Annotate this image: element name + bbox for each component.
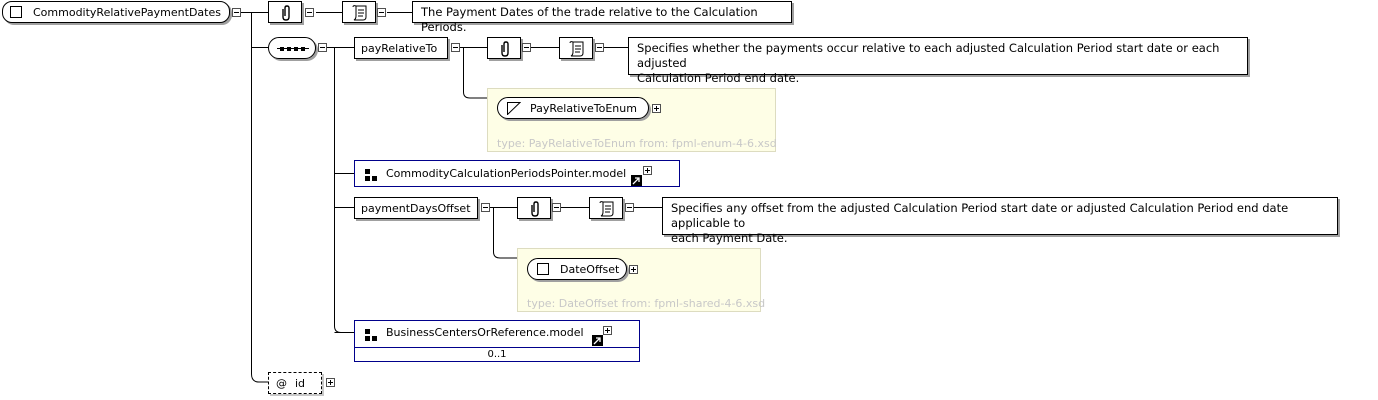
BusinessCentersOrReference-cardinality: 0..1 <box>487 349 507 360</box>
PayRelativeToEnum-expand-toggle[interactable] <box>652 104 661 113</box>
group-icon <box>365 329 377 341</box>
payRelativeTo-documentation[interactable] <box>559 37 593 59</box>
BusinessCentersOrReference-expand-toggle[interactable] <box>603 326 612 335</box>
sequence-icon <box>277 47 309 51</box>
root-doc-line: The Payment Dates of the trade relative … <box>421 5 758 34</box>
square-icon <box>10 6 22 18</box>
payRelativeTo-label: payRelativeTo <box>361 42 438 55</box>
paymentDaysOffset-label: paymentDaysOffset <box>361 202 471 215</box>
paymentDaysOffset-toggle[interactable] <box>481 203 490 212</box>
shortcut-arrow-icon <box>631 175 642 186</box>
root-annotation-toggle[interactable] <box>305 8 314 17</box>
paymentDaysOffset-type-note: type: DateOffset from: fpml-shared-4-6.x… <box>527 297 766 310</box>
CommodityCalculationPeriodsPointer-model-label: CommodityCalculationPeriodsPointer.model <box>386 167 627 180</box>
element-payRelativeTo[interactable]: payRelativeTo <box>354 37 448 59</box>
attribute-id-expand-toggle[interactable] <box>326 378 335 387</box>
paymentDaysOffset-annotation-toggle[interactable] <box>552 203 561 212</box>
CommodityCalculationPeriodsPointer-expand-toggle[interactable] <box>643 166 652 175</box>
model-separator <box>355 347 639 348</box>
payRelativeTo-doc-line-2: Calculation Period end date. <box>637 71 800 85</box>
scroll-icon <box>569 40 585 57</box>
BusinessCentersOrReference-model-label: BusinessCentersOrReference.model <box>386 326 584 339</box>
root-collapse-toggle[interactable] <box>232 8 241 17</box>
paymentDaysOffset-doc-text: Specifies any offset from the adjusted C… <box>662 197 1338 245</box>
attribute-id[interactable]: @ id <box>268 372 322 394</box>
payRelativeTo-annotation-toggle[interactable] <box>522 43 531 52</box>
simple-type-icon <box>507 102 522 118</box>
PayRelativeToEnum-label: PayRelativeToEnum <box>530 102 637 115</box>
square-icon <box>537 263 549 275</box>
paperclip-icon <box>280 5 292 21</box>
payRelativeTo-doc-text: Specifies whether the payments occur rel… <box>628 37 1248 85</box>
payRelativeTo-annotation[interactable] <box>487 37 521 59</box>
attribute-id-label: id <box>295 377 306 390</box>
group-BusinessCentersOrReference-model[interactable]: BusinessCentersOrReference.model 0..1 <box>354 320 640 362</box>
paymentDaysOffset-documentation[interactable] <box>589 197 623 219</box>
group-CommodityCalculationPeriodsPointer-model[interactable]: CommodityCalculationPeriodsPointer.model <box>354 160 680 187</box>
element-paymentDaysOffset[interactable]: paymentDaysOffset <box>354 197 478 219</box>
scroll-icon <box>599 200 615 217</box>
paymentDaysOffset-annotation[interactable] <box>517 197 551 219</box>
type-PayRelativeToEnum[interactable]: PayRelativeToEnum <box>497 97 649 119</box>
sequence-compositor[interactable] <box>268 37 316 59</box>
paperclip-icon <box>529 201 541 217</box>
payRelativeTo-doc-line-1: Specifies whether the payments occur rel… <box>637 41 1220 70</box>
payRelativeTo-type-note: type: PayRelativeToEnum from: fpml-enum-… <box>497 137 777 150</box>
group-icon <box>365 169 377 181</box>
DateOffset-label: DateOffset <box>560 263 620 276</box>
payRelativeTo-documentation-toggle[interactable] <box>595 43 604 52</box>
paymentDaysOffset-doc-line-2: each Payment Date. <box>671 231 788 245</box>
paymentDaysOffset-doc-line-1: Specifies any offset from the adjusted C… <box>671 201 1289 230</box>
root-annotation[interactable] <box>268 1 302 23</box>
root-element[interactable]: CommodityRelativePaymentDates <box>2 1 230 23</box>
sequence-collapse-toggle[interactable] <box>318 43 327 52</box>
DateOffset-expand-toggle[interactable] <box>629 265 638 274</box>
paymentDaysOffset-documentation-toggle[interactable] <box>625 203 634 212</box>
attribute-prefix: @ <box>276 377 287 390</box>
root-documentation[interactable] <box>342 1 376 23</box>
root-doc-text: The Payment Dates of the trade relative … <box>412 1 792 34</box>
scroll-icon <box>352 4 368 21</box>
root-documentation-toggle[interactable] <box>377 8 386 17</box>
shortcut-arrow-icon <box>592 335 603 346</box>
root-element-label: CommodityRelativePaymentDates <box>33 6 221 19</box>
paperclip-icon <box>499 41 511 57</box>
payRelativeTo-toggle[interactable] <box>451 43 460 52</box>
type-DateOffset[interactable]: DateOffset <box>527 258 627 280</box>
